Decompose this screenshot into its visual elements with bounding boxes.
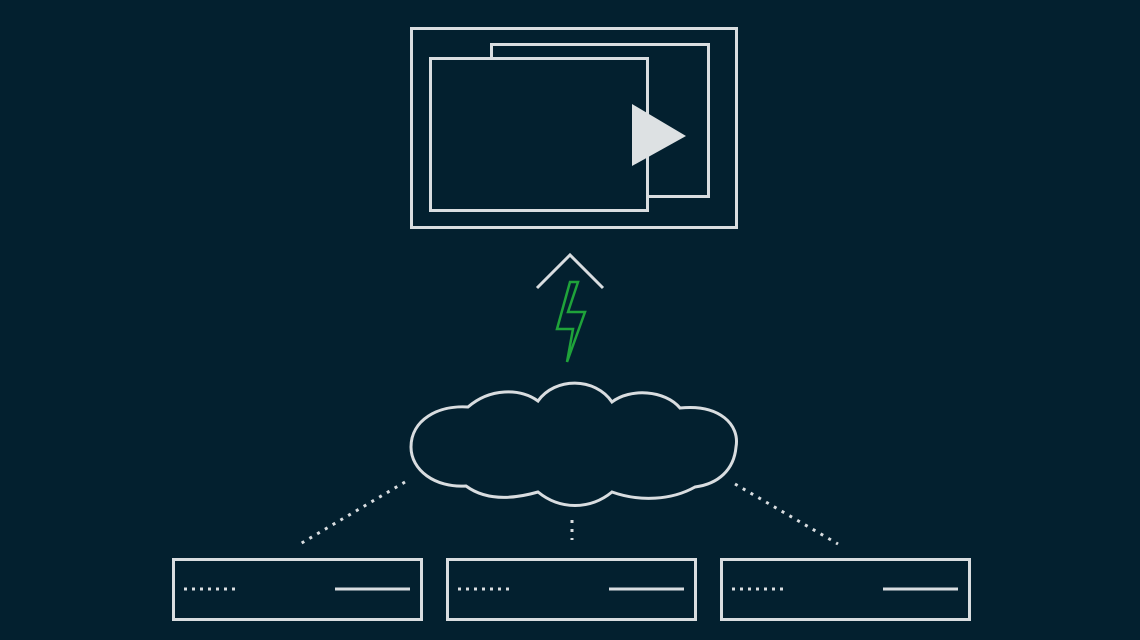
connector-left <box>299 480 406 546</box>
server-chassis <box>172 558 423 621</box>
server-unit <box>446 558 697 621</box>
cloud-icon <box>409 381 738 507</box>
front-window <box>429 57 649 212</box>
display-outer-frame <box>410 27 738 229</box>
upward-chevron-icon <box>535 252 605 290</box>
media-player-window-icon <box>410 27 738 229</box>
play-triangle-icon <box>632 104 686 166</box>
rack-server-icon <box>172 558 971 621</box>
network-connectors <box>299 480 839 546</box>
lightning-bolt-icon <box>555 280 587 363</box>
connector-right <box>734 482 839 546</box>
server-chassis <box>446 558 697 621</box>
server-chassis <box>720 558 971 621</box>
server-unit <box>720 558 971 621</box>
server-unit <box>172 558 423 621</box>
